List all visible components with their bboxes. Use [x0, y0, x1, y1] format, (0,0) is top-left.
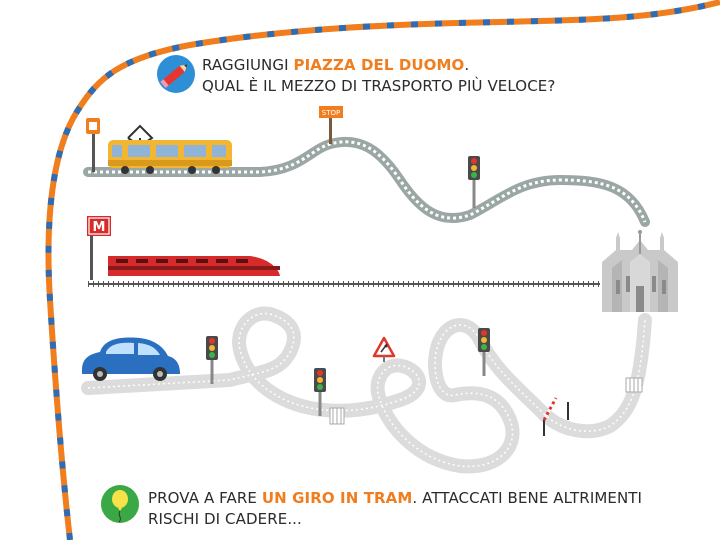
tram-icon	[108, 124, 232, 174]
train-icon	[108, 256, 280, 276]
road-works-icon	[372, 336, 396, 362]
instructions-line-1-suffix: .	[464, 56, 470, 74]
instructions-line-2: QUAL È IL MEZZO DI TRASPORTO PIÙ VELOCE?	[202, 77, 556, 95]
instructions-line-1-prefix: RAGGIUNGI	[202, 56, 294, 74]
tip-line-1-prefix: PROVA A FARE	[148, 489, 262, 507]
level-crossing-icon	[542, 397, 569, 436]
tip-line-1: PROVA A FARE UN GIRO IN TRAM. ATTACCATI …	[148, 488, 642, 509]
road-network	[81, 306, 652, 474]
duomo-icon	[602, 230, 678, 312]
traffic-light-icon	[478, 328, 490, 376]
pencil-icon	[157, 55, 195, 93]
stop-sign-icon: STOP	[319, 106, 343, 144]
tip-line-1-suffix: . ATTACCATI BENE ALTRIMENTI	[412, 489, 643, 507]
traffic-light-icon	[314, 368, 326, 416]
traffic-light-icon	[468, 156, 480, 208]
instructions-text: RAGGIUNGI PIAZZA DEL DUOMO. QUAL È IL ME…	[202, 55, 555, 97]
tip-text: PROVA A FARE UN GIRO IN TRAM. ATTACCATI …	[148, 488, 642, 530]
balloon-icon	[101, 485, 139, 523]
metro-sign-icon: M	[87, 216, 111, 280]
stop-label: STOP	[322, 109, 340, 117]
instructions-line-1: RAGGIUNGI PIAZZA DEL DUOMO.	[202, 55, 555, 76]
instructions-highlight: PIAZZA DEL DUOMO	[293, 56, 465, 74]
car-icon	[82, 337, 180, 381]
tram-stop-icon	[86, 118, 100, 172]
traffic-light-icon	[206, 336, 218, 384]
metro-label: M	[93, 220, 106, 235]
tram-track	[83, 136, 650, 227]
tip-line-2: RISCHI DI CADERE...	[148, 510, 302, 528]
tip-highlight: UN GIRO IN TRAM	[261, 489, 413, 507]
decorative-border	[45, 0, 720, 540]
